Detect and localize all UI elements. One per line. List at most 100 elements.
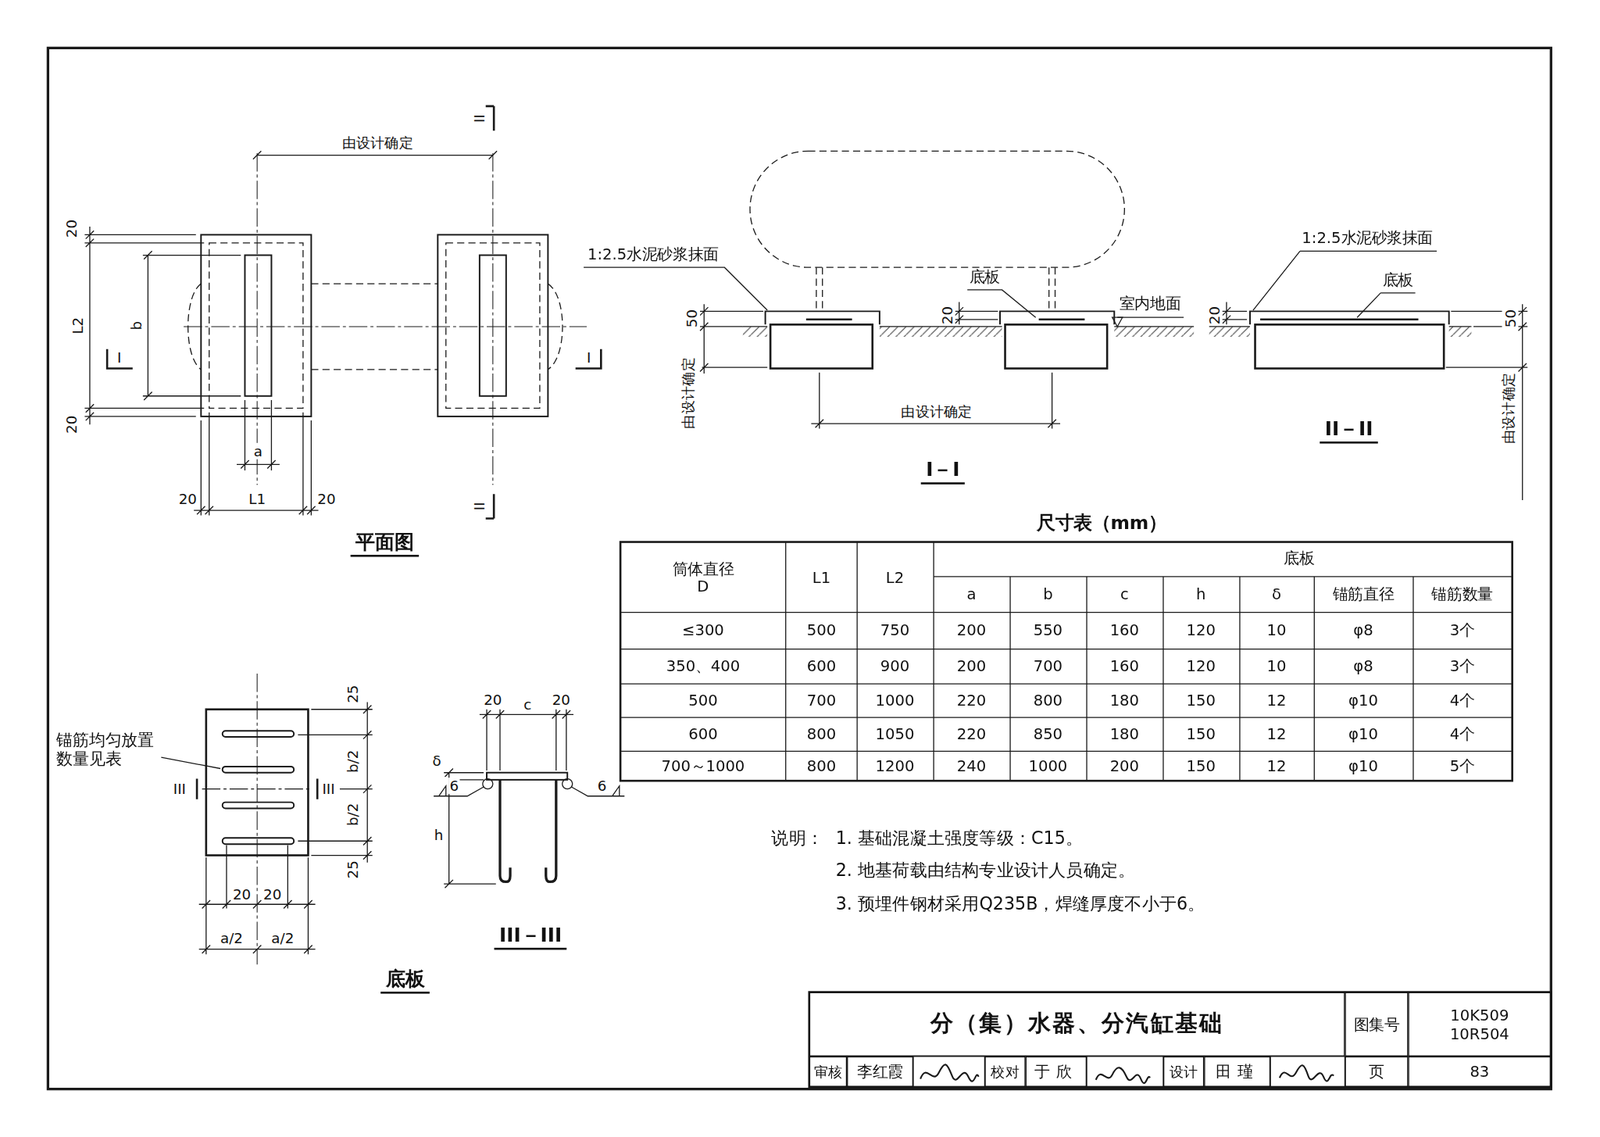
table-cell: 锚筋数量 — [1430, 585, 1494, 604]
drawing-shape — [486, 772, 568, 780]
table-cell: 10 — [1265, 657, 1288, 676]
drawing-line — [810, 372, 1061, 429]
view-title: I－I — [921, 458, 965, 484]
table-cell: 3个 — [1448, 621, 1476, 640]
table-cell: 220 — [955, 725, 987, 744]
drawing-shape — [809, 992, 1552, 1087]
drawing-line — [160, 757, 221, 768]
table-cell: 160 — [1108, 657, 1140, 676]
dimension-label: 由设计确定 — [900, 403, 974, 420]
table-cell: 800 — [805, 757, 837, 776]
cell-text: 于欣 — [1034, 1062, 1078, 1082]
drawing-shape — [222, 730, 294, 737]
dimension-label: δ — [431, 752, 443, 769]
table-cell: 500 — [687, 692, 719, 711]
drawing-line — [199, 857, 316, 954]
table-cell: 850 — [1032, 725, 1064, 744]
cell-text: 设计 — [1169, 1062, 1199, 1080]
dimension-label: b/2 — [344, 748, 361, 774]
table-cell: 10 — [1265, 621, 1288, 640]
table-cell: 12 — [1265, 757, 1288, 776]
drawing-line — [1253, 250, 1437, 318]
table-cell: 4个 — [1448, 725, 1476, 744]
drawing-line — [1221, 302, 1247, 325]
title-block-cell: 田瑾 — [1203, 1056, 1271, 1087]
drawing-line — [236, 400, 280, 471]
drawing-shape — [222, 837, 294, 844]
dimension-label: L1 — [247, 490, 267, 508]
dimension-label: III — [321, 780, 336, 797]
table-cell: 700 — [805, 692, 837, 711]
drawing-line — [809, 1056, 1552, 1087]
dimension-label: 20 — [63, 218, 80, 240]
table-cell: 底板 — [1282, 550, 1316, 568]
drawing-shape — [1449, 326, 1472, 337]
table-cell: 120 — [1185, 621, 1217, 640]
dimension-label: 20 — [262, 885, 283, 903]
dimension-label: a/2 — [270, 929, 296, 947]
table-cell: 800 — [1032, 692, 1064, 711]
table-cell: 1000 — [1027, 757, 1068, 776]
dimension-label: 20 — [232, 885, 253, 903]
table-cell: 锚筋直径 — [1331, 585, 1395, 604]
table-cell: 800 — [805, 725, 837, 744]
table-cell: 150 — [1185, 757, 1217, 776]
table-cell: a — [965, 585, 978, 604]
view-title: 底板 — [380, 967, 430, 993]
table-cell: 160 — [1108, 621, 1140, 640]
dimension-label: 6 — [596, 777, 608, 794]
table-cell: 750 — [878, 621, 911, 640]
table-cell: c — [1119, 585, 1130, 604]
title-block-cell: 审核 — [809, 1056, 847, 1087]
table-title: 尺寸表（mm） — [1035, 513, 1168, 535]
drawing-line — [1112, 317, 1123, 327]
cell-text: 李红霞 — [857, 1062, 904, 1082]
title-block-cell: 于欣 — [1025, 1056, 1087, 1087]
table-cell: φ10 — [1347, 757, 1379, 776]
drawing-shape — [482, 778, 493, 790]
table-cell: 150 — [1185, 725, 1217, 744]
drawing-shape — [750, 150, 1125, 268]
drawing-shape — [742, 326, 768, 337]
callout-text: 底板 — [968, 268, 1002, 287]
table-cell: 3个 — [1448, 657, 1476, 676]
drawing-line — [107, 106, 601, 519]
drawing-line — [920, 1064, 1334, 1083]
title-block — [809, 992, 1552, 1087]
drawing-line — [1250, 310, 1450, 325]
drawing-line — [297, 702, 372, 863]
callout-text: 1:2.5水泥砂浆抹面 — [1300, 229, 1434, 248]
drawing-shape — [562, 778, 573, 790]
title-block-cell: 设计 — [1163, 1056, 1204, 1087]
drawing-line — [620, 576, 1513, 751]
cell-text: 10K509 10R504 — [1446, 1005, 1513, 1043]
table-cell: 1200 — [874, 757, 915, 776]
callout-text: 1:2.5水泥砂浆抹面 — [586, 246, 720, 265]
drawing-line — [955, 302, 999, 325]
title-block-cell: 分（集）水器、分汽缸基础 — [809, 992, 1346, 1057]
drawing-line — [785, 542, 1414, 782]
dimension-label: L2 — [69, 315, 86, 335]
drawing-line — [1446, 303, 1528, 500]
table-cell: 12 — [1265, 725, 1288, 744]
table-cell: 筒体直径 D — [665, 560, 742, 597]
table-cell: L2 — [884, 569, 905, 588]
cell-text: 页 — [1368, 1062, 1385, 1082]
drawing-line — [443, 768, 497, 889]
dimension-label: b — [128, 320, 146, 332]
drawing-shape — [620, 542, 1513, 782]
table-cell: 500 — [805, 621, 837, 640]
table-cell: 200 — [1108, 757, 1140, 776]
dimension-label: 20 — [939, 305, 956, 326]
table-cell: 5个 — [1448, 757, 1476, 776]
table-cell: 600 — [687, 725, 719, 744]
drawing-shape — [222, 802, 294, 809]
section-1-1 — [583, 150, 1194, 429]
table-cell: 550 — [1032, 621, 1064, 640]
dimension-label: 由设计确定 — [1500, 371, 1517, 445]
dimension-label: 50 — [683, 308, 700, 329]
table-cell: φ8 — [1352, 621, 1375, 640]
dimension-label: 20 — [316, 490, 337, 508]
